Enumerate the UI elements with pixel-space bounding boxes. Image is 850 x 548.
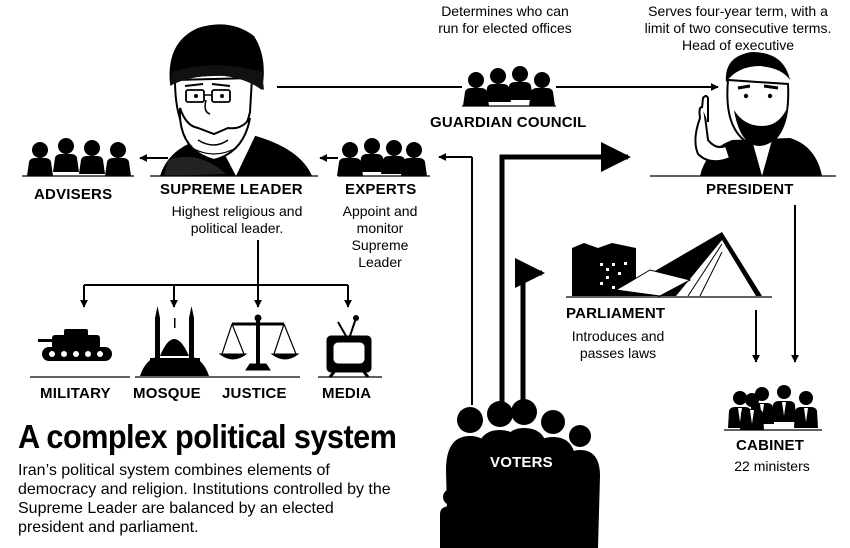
voter-arrows: [499, 142, 631, 402]
president-portrait: [694, 52, 822, 176]
president-label: PRESIDENT: [706, 181, 794, 198]
connector-lines: [80, 83, 799, 405]
turban-leader-portrait: [160, 24, 312, 176]
parliament-label: PARLIAMENT: [566, 305, 666, 322]
media-label: MEDIA: [322, 385, 372, 402]
advisers-label: ADVISERS: [34, 186, 113, 203]
cabinet-group-icon: [728, 385, 818, 430]
guardian-council-description: Determines who can run for elected offic…: [438, 3, 572, 36]
justice-label: JUSTICE: [222, 385, 287, 402]
experts-label: EXPERTS: [345, 181, 417, 198]
tank-icon: [38, 329, 112, 361]
guardian-council-label: GUARDIAN COUNCIL: [430, 114, 587, 131]
parliament-building-icon: [572, 232, 762, 297]
military-label: MILITARY: [40, 385, 111, 402]
experts-description: Appoint and monitor Supreme Leader: [342, 203, 418, 270]
supreme-leader-description: Highest religious and political leader.: [171, 203, 303, 236]
television-icon: [326, 315, 372, 378]
experts-group-icon: [337, 138, 427, 176]
mosque-label: MOSQUE: [133, 385, 201, 402]
page-title: A complex political system: [18, 418, 397, 455]
advisers-group-icon: [27, 138, 131, 176]
parliament-description: Introduces and passes laws: [571, 328, 665, 361]
mosque-icon: [140, 306, 209, 376]
voters-silhouette-icon: [440, 399, 600, 548]
cabinet-description: 22 ministers: [734, 458, 810, 474]
voters-label: VOTERS: [490, 454, 553, 471]
scales-icon: [218, 314, 300, 371]
cabinet-label: CABINET: [736, 437, 805, 454]
president-description: Serves four-year term, with a limit of t…: [644, 3, 832, 53]
supreme-leader-label: SUPREME LEADER: [160, 181, 303, 198]
guardian-council-group-icon: [463, 66, 555, 106]
intro-paragraph: Iran’s political system combines element…: [18, 462, 391, 536]
